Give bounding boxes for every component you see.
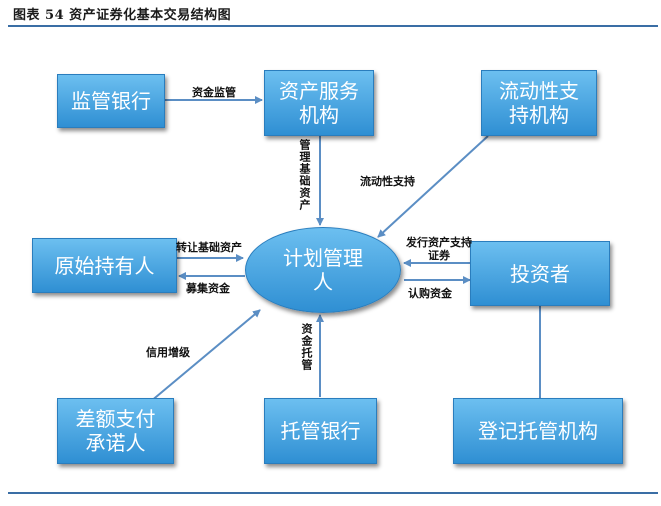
bottom-rule [8, 492, 658, 494]
node-custodian-bank: 托管银行 [264, 398, 377, 464]
figure-caption: 图表 54 资产证券化基本交易结构图 [13, 8, 232, 23]
label-raise-funds: 募集资金 [186, 282, 230, 295]
label-issue-securities: 发行资产支持证券 [406, 236, 472, 262]
label-fund-supervision: 资金监管 [192, 86, 236, 99]
node-investor: 投资者 [470, 241, 610, 306]
arrow-liquidity-support [377, 135, 489, 238]
node-plan-manager: 计划管理 人 [245, 227, 401, 313]
label-fund-custody: 资金托管 [300, 323, 313, 371]
arrow-credit-enhancement [149, 309, 261, 403]
top-rule [8, 25, 658, 27]
label-credit-enhancement: 信用增级 [146, 346, 190, 359]
node-originator: 原始持有人 [32, 238, 177, 293]
label-transfer-assets: 转让基础资产 [176, 241, 242, 254]
node-asset-servicer: 资产服务 机构 [264, 70, 374, 136]
label-manage-assets: 管理基础资产 [298, 139, 311, 211]
node-liquidity-support: 流动性支 持机构 [481, 70, 597, 136]
node-guarantor: 差额支付 承诺人 [57, 398, 174, 464]
label-subscribe-funds: 认购资金 [408, 287, 452, 300]
node-registry: 登记托管机构 [453, 398, 623, 464]
label-liquidity-support: 流动性支持 [360, 175, 415, 188]
node-supervisor-bank: 监管银行 [57, 74, 165, 128]
